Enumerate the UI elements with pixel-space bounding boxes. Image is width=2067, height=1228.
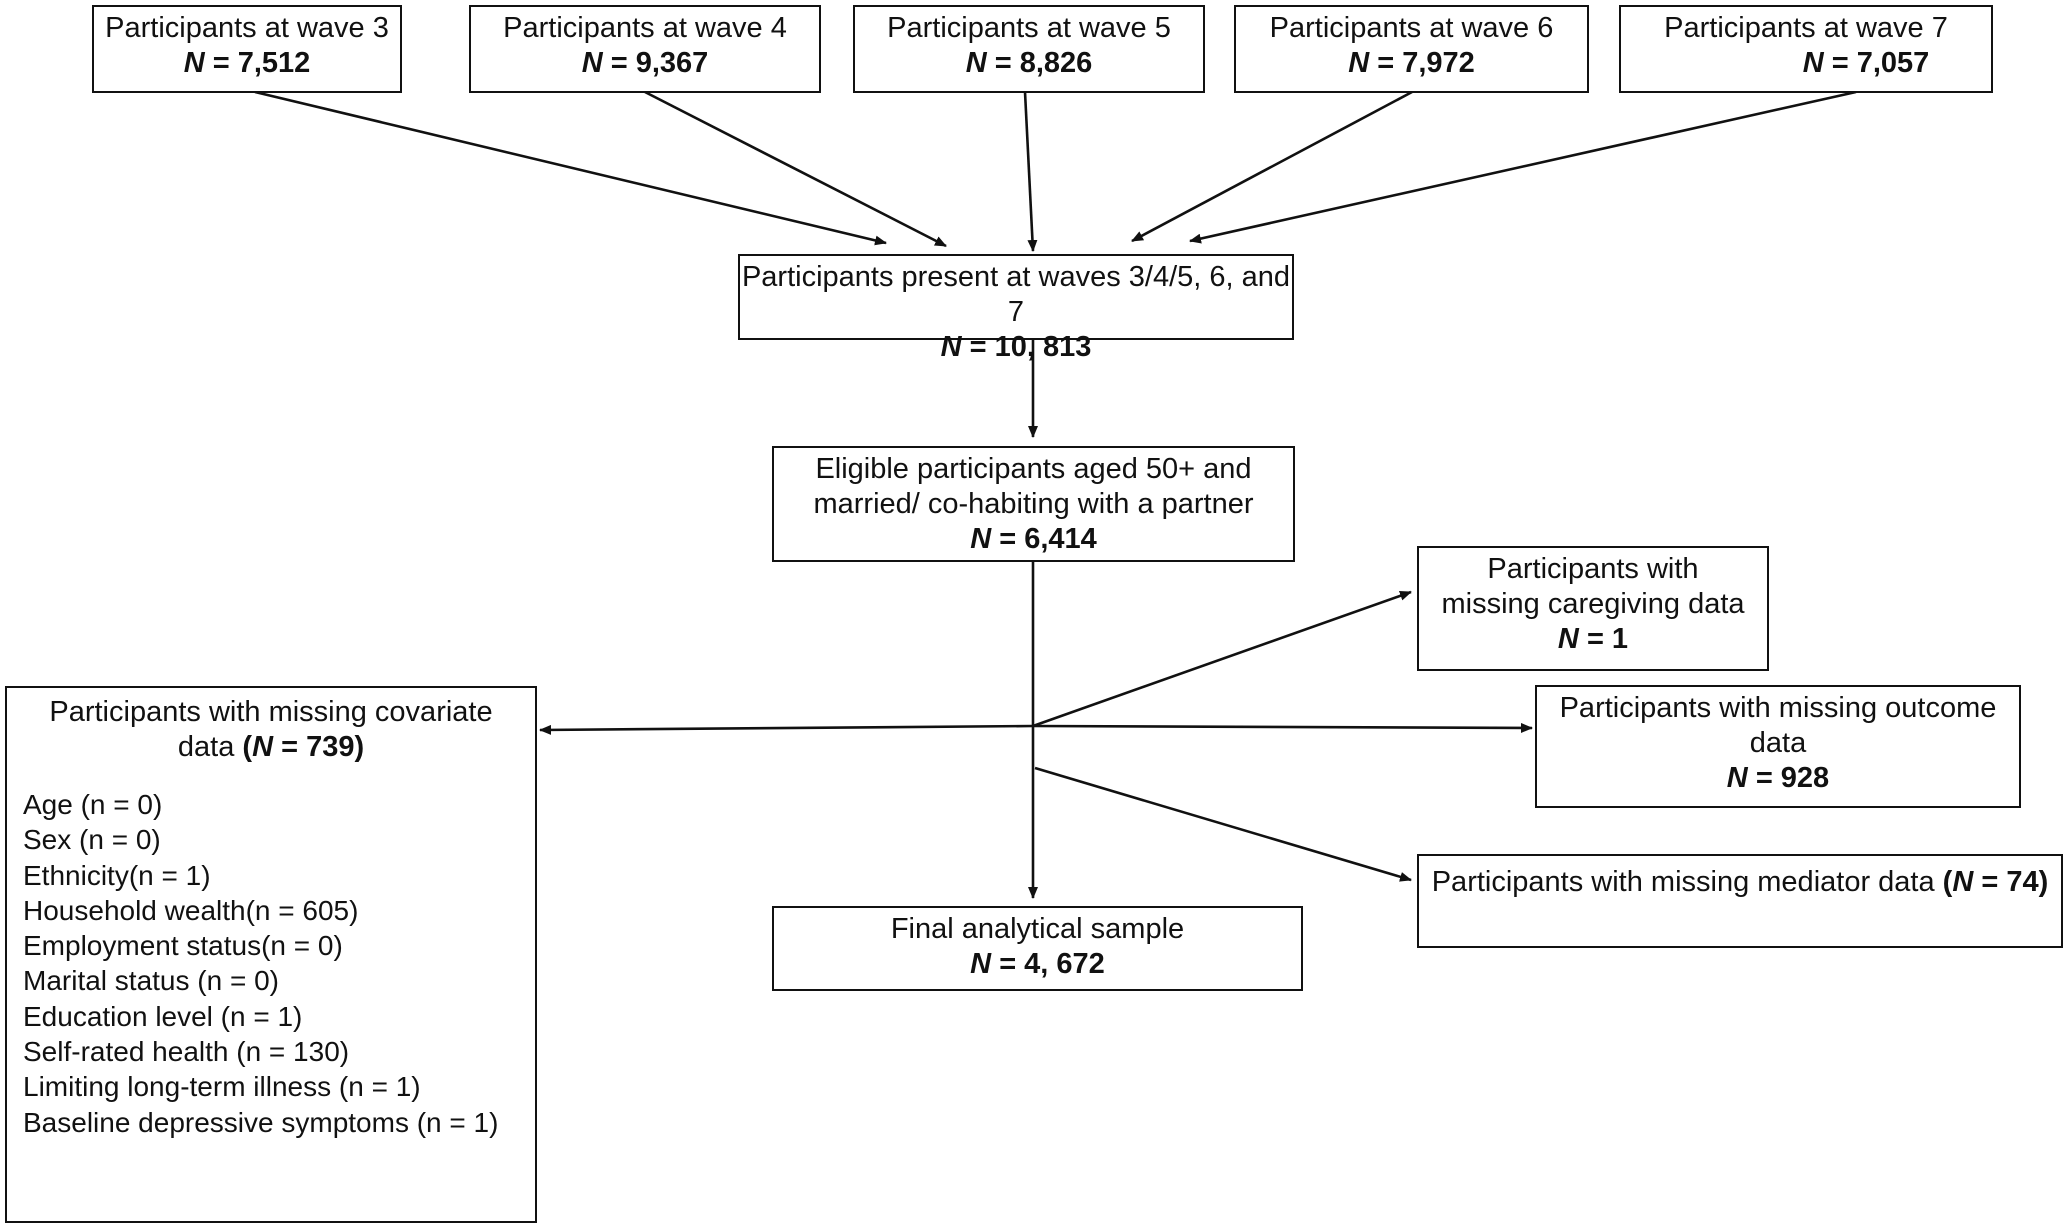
wave-6-box: Participants at wave 6 N = 7,972 bbox=[1234, 5, 1589, 93]
final-n-value: = 4, 672 bbox=[999, 948, 1105, 980]
arrow-to-covariate bbox=[539, 724, 1034, 735]
caregiving-line1: Participants with bbox=[1487, 553, 1699, 585]
covariate-line2: data bbox=[177, 731, 243, 763]
wave-3-n-value: = 7,512 bbox=[212, 47, 311, 79]
outcome-line2: data bbox=[1749, 727, 1807, 759]
wave-6-n-value: = 7,972 bbox=[1377, 47, 1475, 79]
wave-7-n-symbol: N bbox=[1802, 47, 1824, 79]
caregiving-n-value: = 1 bbox=[1586, 623, 1629, 655]
covariate-n-symbol: N bbox=[252, 731, 274, 763]
covariate-n-value: = 739) bbox=[273, 731, 365, 763]
present-label: Participants present at waves 3/4/5, 6, … bbox=[741, 261, 1291, 328]
wave-7-box: Participants at wave 7 N = 7,057 bbox=[1619, 5, 1993, 93]
arrow-to-mediator bbox=[1034, 766, 1412, 882]
wave-5-label: Participants at wave 5 bbox=[887, 12, 1171, 44]
mediator-open-paren: ( bbox=[1942, 866, 1953, 898]
arrow-wave3-to-present bbox=[254, 90, 887, 246]
covariate-item: Education level (n = 1) bbox=[23, 1000, 303, 1032]
mediator-label: Participants with missing mediator data bbox=[1431, 866, 1943, 898]
arrow-wave6-to-present bbox=[1131, 90, 1413, 243]
present-n-value: = 10, 813 bbox=[969, 331, 1092, 363]
arrow-wave5-to-present bbox=[1023, 91, 1038, 252]
wave-4-label: Participants at wave 4 bbox=[503, 12, 787, 44]
wave-6-label: Participants at wave 6 bbox=[1269, 12, 1554, 44]
wave-5-n-symbol: N bbox=[965, 47, 987, 79]
eligible-line1: Eligible participants aged 50+ and bbox=[815, 453, 1252, 485]
wave-3-box: Participants at wave 3 N = 7,512 bbox=[92, 5, 402, 93]
covariate-item: Age (n = 0) bbox=[23, 789, 163, 820]
missing-mediator-box: Participants with missing mediator data … bbox=[1417, 854, 2063, 948]
present-n-symbol: N bbox=[940, 331, 962, 363]
wave-3-label: Participants at wave 3 bbox=[105, 12, 389, 44]
missing-caregiving-box: Participants with missing caregiving dat… bbox=[1417, 546, 1769, 671]
covariate-item: Household wealth(n = 605) bbox=[23, 894, 359, 926]
wave-5-box: Participants at wave 5 N = 8,826 bbox=[853, 5, 1205, 93]
covariate-item: Marital status (n = 0) bbox=[23, 965, 279, 997]
arrow-wave7-to-present bbox=[1189, 90, 1857, 244]
final-n-symbol: N bbox=[970, 948, 992, 980]
final-sample-box: Final analytical sample N = 4, 672 bbox=[772, 906, 1303, 991]
wave-4-n-symbol: N bbox=[581, 47, 603, 79]
outcome-n-symbol: N bbox=[1726, 762, 1748, 794]
final-label: Final analytical sample bbox=[890, 913, 1185, 945]
eligible-n-symbol: N bbox=[970, 523, 992, 555]
wave-3-n-symbol: N bbox=[183, 47, 205, 79]
outcome-n-value: = 928 bbox=[1755, 762, 1830, 794]
mediator-n-symbol: N bbox=[1952, 866, 1974, 898]
wave-6-n-symbol: N bbox=[1348, 47, 1370, 79]
covariate-open-paren: ( bbox=[242, 731, 253, 763]
covariate-item: Self-rated health (n = 130) bbox=[23, 1036, 350, 1068]
eligible-line2: married/ co-habiting with a partner bbox=[813, 488, 1254, 520]
eligible-n-value: = 6,414 bbox=[999, 523, 1097, 555]
covariate-item: Employment status(n = 0) bbox=[23, 930, 343, 962]
eligible-box: Eligible participants aged 50+ and marri… bbox=[772, 446, 1295, 562]
arrow-to-outcome bbox=[1032, 722, 1533, 733]
arrow-wave4-to-present bbox=[644, 90, 947, 248]
present-box: Participants present at waves 3/4/5, 6, … bbox=[738, 254, 1294, 363]
arrow-to-caregiving bbox=[1032, 590, 1412, 728]
wave-4-n-value: = 9,367 bbox=[610, 47, 709, 79]
wave-4-box: Participants at wave 4 N = 9,367 bbox=[469, 5, 821, 93]
covariate-item: Ethnicity(n = 1) bbox=[23, 859, 211, 891]
covariate-item: Baseline depressive symptoms (n = 1) bbox=[23, 1106, 499, 1138]
mediator-n-value: = 74) bbox=[1973, 866, 2049, 898]
caregiving-line2: missing caregiving data bbox=[1441, 588, 1745, 620]
caregiving-n-symbol: N bbox=[1557, 623, 1579, 655]
covariate-line1: Participants with missing covariate bbox=[49, 696, 493, 728]
wave-7-label: Participants at wave 7 bbox=[1664, 12, 1948, 44]
wave-5-n-value: = 8,826 bbox=[994, 47, 1093, 79]
wave-7-n-value: = 7,057 bbox=[1831, 47, 1930, 79]
missing-covariate-box: Participants with missing covariate data… bbox=[5, 686, 537, 1223]
outcome-line1: Participants with missing outcome bbox=[1559, 692, 1997, 724]
covariate-item: Sex (n = 0) bbox=[23, 824, 161, 856]
missing-outcome-box: Participants with missing outcome data N… bbox=[1535, 685, 2021, 808]
covariate-breakdown-list: Age (n = 0) Sex (n = 0) Ethnicity(n = 1)… bbox=[7, 787, 535, 1140]
covariate-item: Limiting long-term illness (n = 1) bbox=[23, 1071, 421, 1103]
